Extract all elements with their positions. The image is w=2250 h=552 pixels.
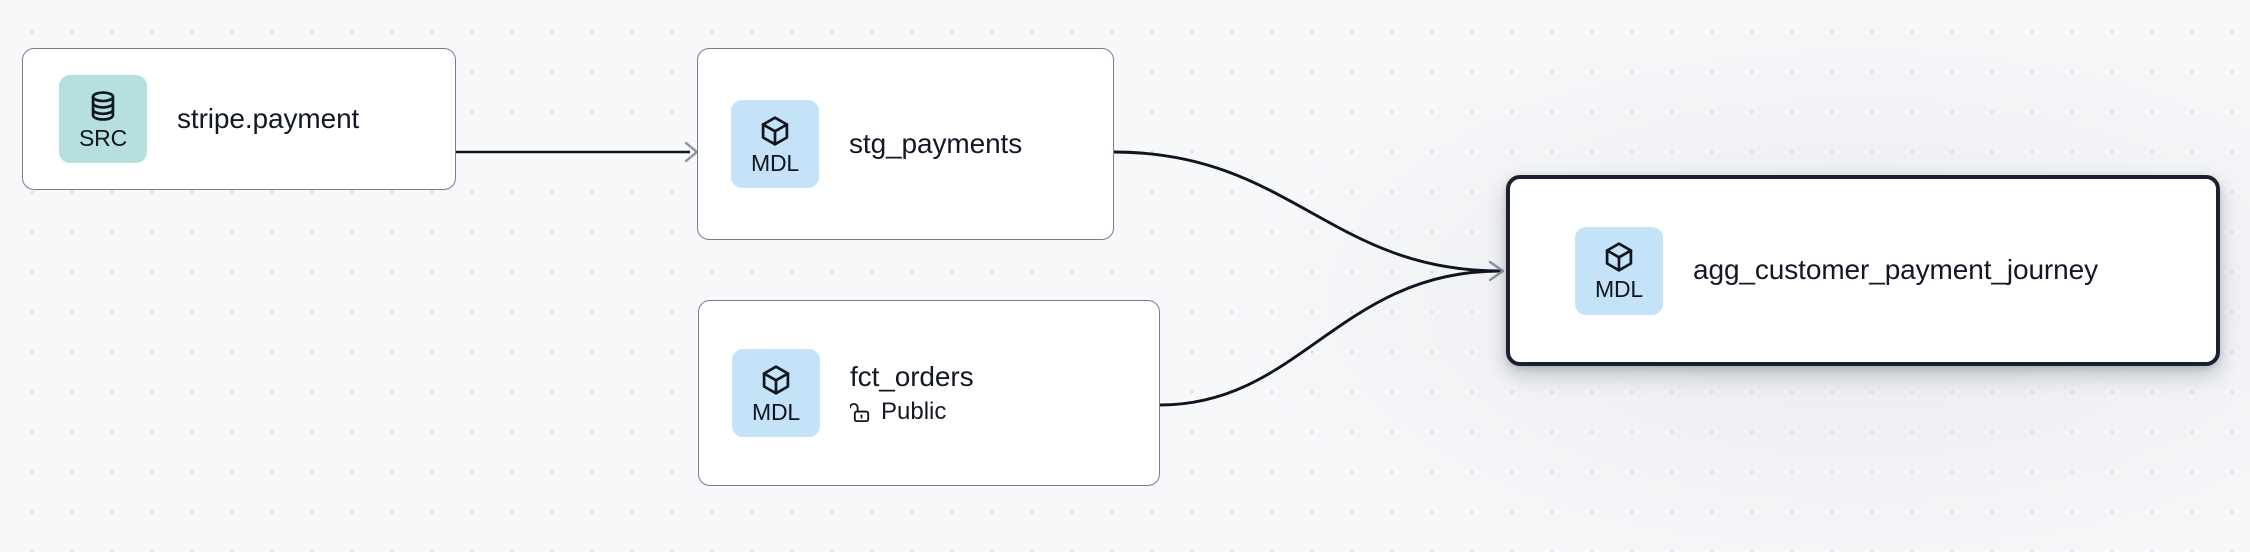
- node-text-block: fct_orders Public: [850, 360, 974, 427]
- node-badge-src: SRC: [59, 75, 147, 163]
- cube-icon: [1605, 242, 1633, 272]
- node-badge-label: SRC: [79, 124, 127, 151]
- cube-icon: [762, 364, 790, 395]
- node-title: fct_orders: [850, 360, 974, 392]
- node-title: agg_customer_payment_journey: [1693, 254, 2099, 286]
- arrowhead-into-agg-journey: [1488, 260, 1505, 282]
- node-badge-label: MDL: [752, 398, 800, 425]
- node-badge-label: MDL: [1595, 276, 1643, 302]
- node-title: stg_payments: [849, 127, 1023, 159]
- cube-icon: [761, 115, 789, 146]
- node-text-block: stripe.payment: [177, 102, 359, 136]
- node-badge-label: MDL: [751, 149, 799, 176]
- node-visibility-label: Public: [881, 397, 947, 425]
- node-badge-mdl: MDL: [732, 349, 820, 437]
- edge-stg-payments-to-agg-journey: [1112, 150, 1502, 273]
- node-title: stripe.payment: [177, 102, 360, 134]
- node-visibility: Public: [850, 398, 974, 427]
- node-text-block: agg_customer_payment_journey: [1693, 253, 2098, 287]
- unlock-icon: [850, 402, 870, 422]
- database-icon: [91, 90, 115, 121]
- node-badge-mdl: MDL: [731, 100, 819, 188]
- node-badge-mdl: MDL: [1575, 226, 1663, 315]
- edge-fct-orders-to-agg-journey: [1158, 269, 1502, 407]
- node-agg-customer-payment-journey[interactable]: MDL agg_customer_payment_journey: [1506, 175, 2220, 366]
- node-stg-payments[interactable]: MDL stg_payments: [697, 48, 1114, 240]
- node-text-block: stg_payments: [849, 127, 1022, 161]
- node-stripe-payment[interactable]: SRC stripe.payment: [22, 48, 456, 190]
- edge-stripe-payment-to-stg-payments: [456, 141, 699, 163]
- node-fct-orders[interactable]: MDL fct_orders Public: [698, 300, 1160, 486]
